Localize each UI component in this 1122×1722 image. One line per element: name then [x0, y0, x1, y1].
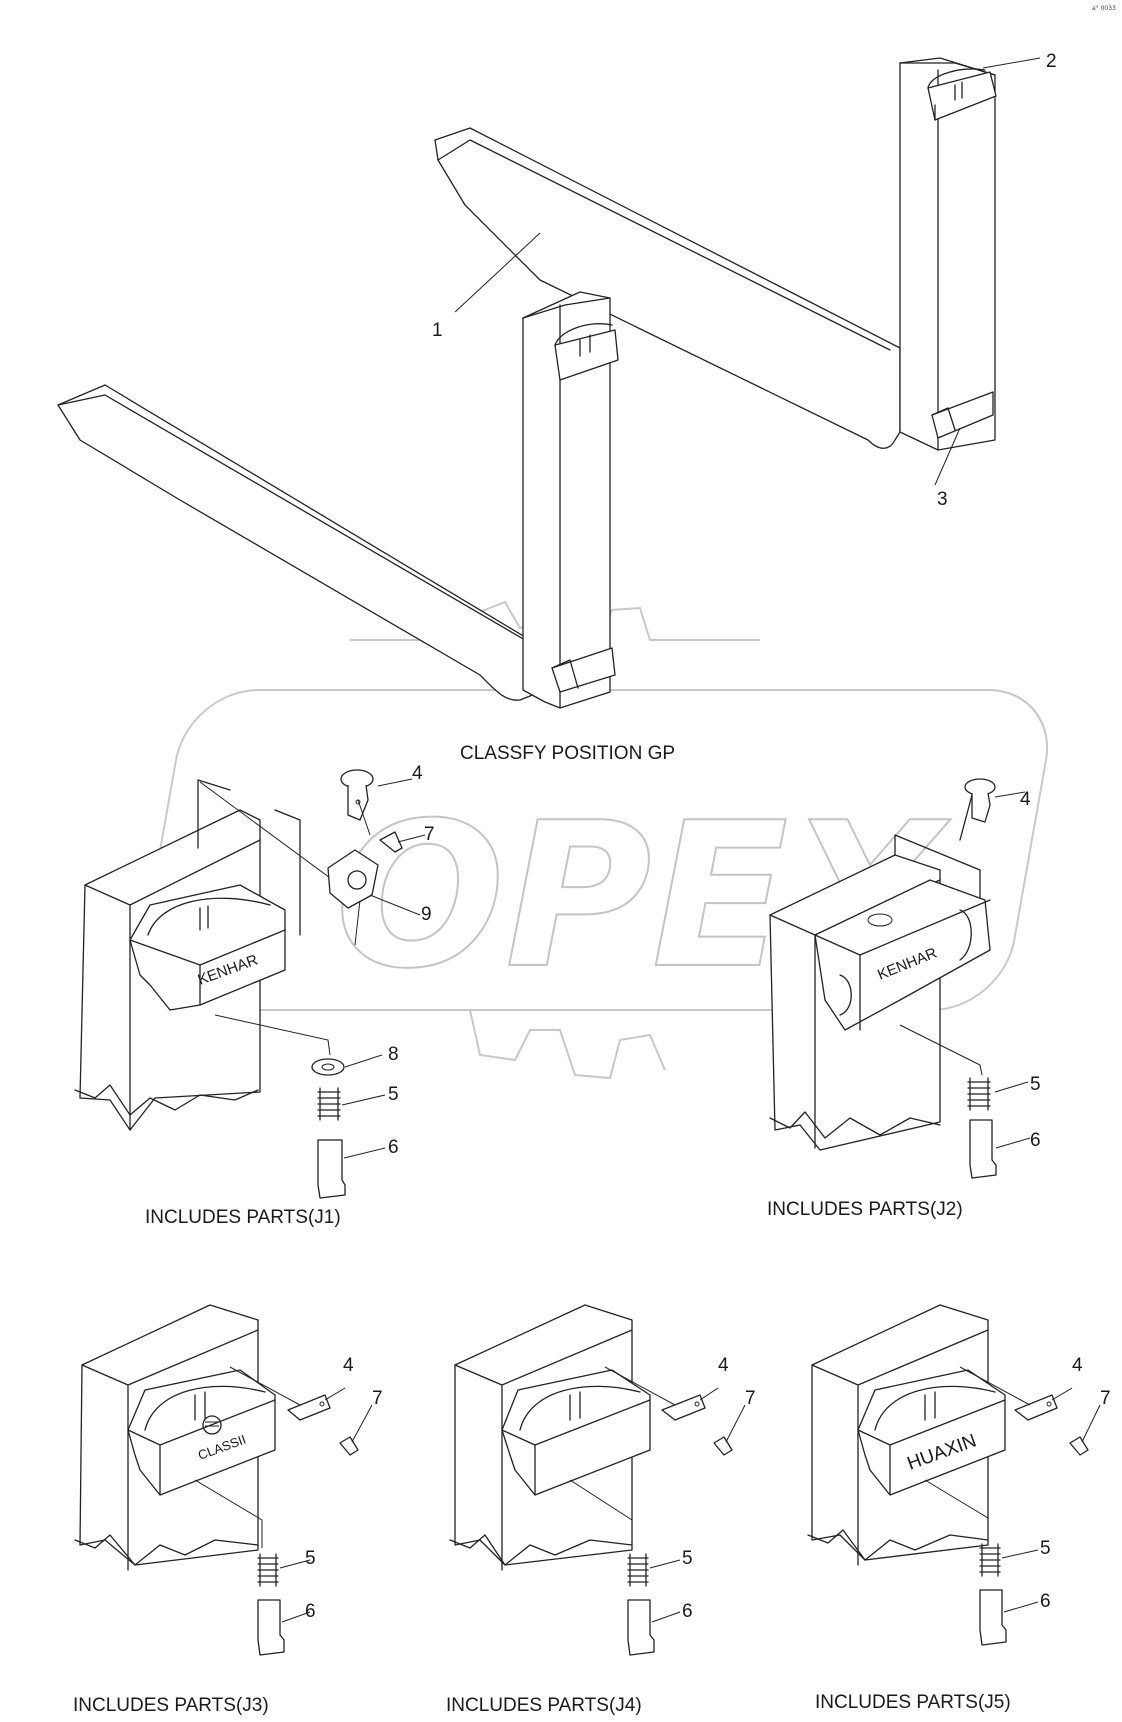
caption-j2: INCLUDES PARTS(J2): [767, 1199, 963, 1220]
fork-assembly: [57, 57, 1041, 709]
callout-3: 3: [937, 489, 948, 510]
diagram-title: CLASSFY POSITION GP: [460, 743, 675, 764]
callout-j5-6: 6: [1040, 1591, 1051, 1612]
callout-j1-4: 4: [412, 763, 423, 784]
callout-j2-6: 6: [1030, 1130, 1041, 1151]
callout-j2-5: 5: [1030, 1074, 1041, 1095]
caption-j5: INCLUDES PARTS(J5): [815, 1692, 1011, 1713]
callout-j4-5: 5: [682, 1548, 693, 1569]
callout-j3-7: 7: [372, 1388, 383, 1409]
callout-j1-8: 8: [388, 1044, 399, 1065]
callout-j1-7: 7: [424, 824, 435, 845]
callout-j4-6: 6: [682, 1601, 693, 1622]
assembly-j2: KENHAR: [769, 778, 1031, 1179]
callout-j3-5: 5: [305, 1548, 316, 1569]
callout-j3-6: 6: [305, 1601, 316, 1622]
assembly-j5: HUAXIN: [807, 1304, 1101, 1646]
assembly-j4: [449, 1304, 746, 1656]
corner-mark: a° 0033: [1092, 5, 1116, 12]
assembly-j1: KENHAR: [74, 769, 426, 1199]
callout-2: 2: [1046, 51, 1057, 72]
callout-j5-7: 7: [1100, 1388, 1111, 1409]
callout-j3-4: 4: [343, 1355, 354, 1376]
callout-j4-4: 4: [718, 1355, 729, 1376]
caption-j1: INCLUDES PARTS(J1): [145, 1207, 341, 1228]
callout-j1-9: 9: [421, 904, 432, 925]
caption-j4: INCLUDES PARTS(J4): [446, 1695, 642, 1716]
callout-1: 1: [432, 320, 443, 341]
callout-j1-5: 5: [388, 1084, 399, 1105]
callout-j1-6: 6: [388, 1137, 399, 1158]
caption-j3: INCLUDES PARTS(J3): [73, 1695, 269, 1716]
assembly-j3: CLASSII: [74, 1304, 373, 1656]
callout-j4-7: 7: [745, 1388, 756, 1409]
callout-j5-5: 5: [1040, 1538, 1051, 1559]
callout-j5-4: 4: [1072, 1355, 1083, 1376]
callout-j2-4: 4: [1020, 789, 1031, 810]
